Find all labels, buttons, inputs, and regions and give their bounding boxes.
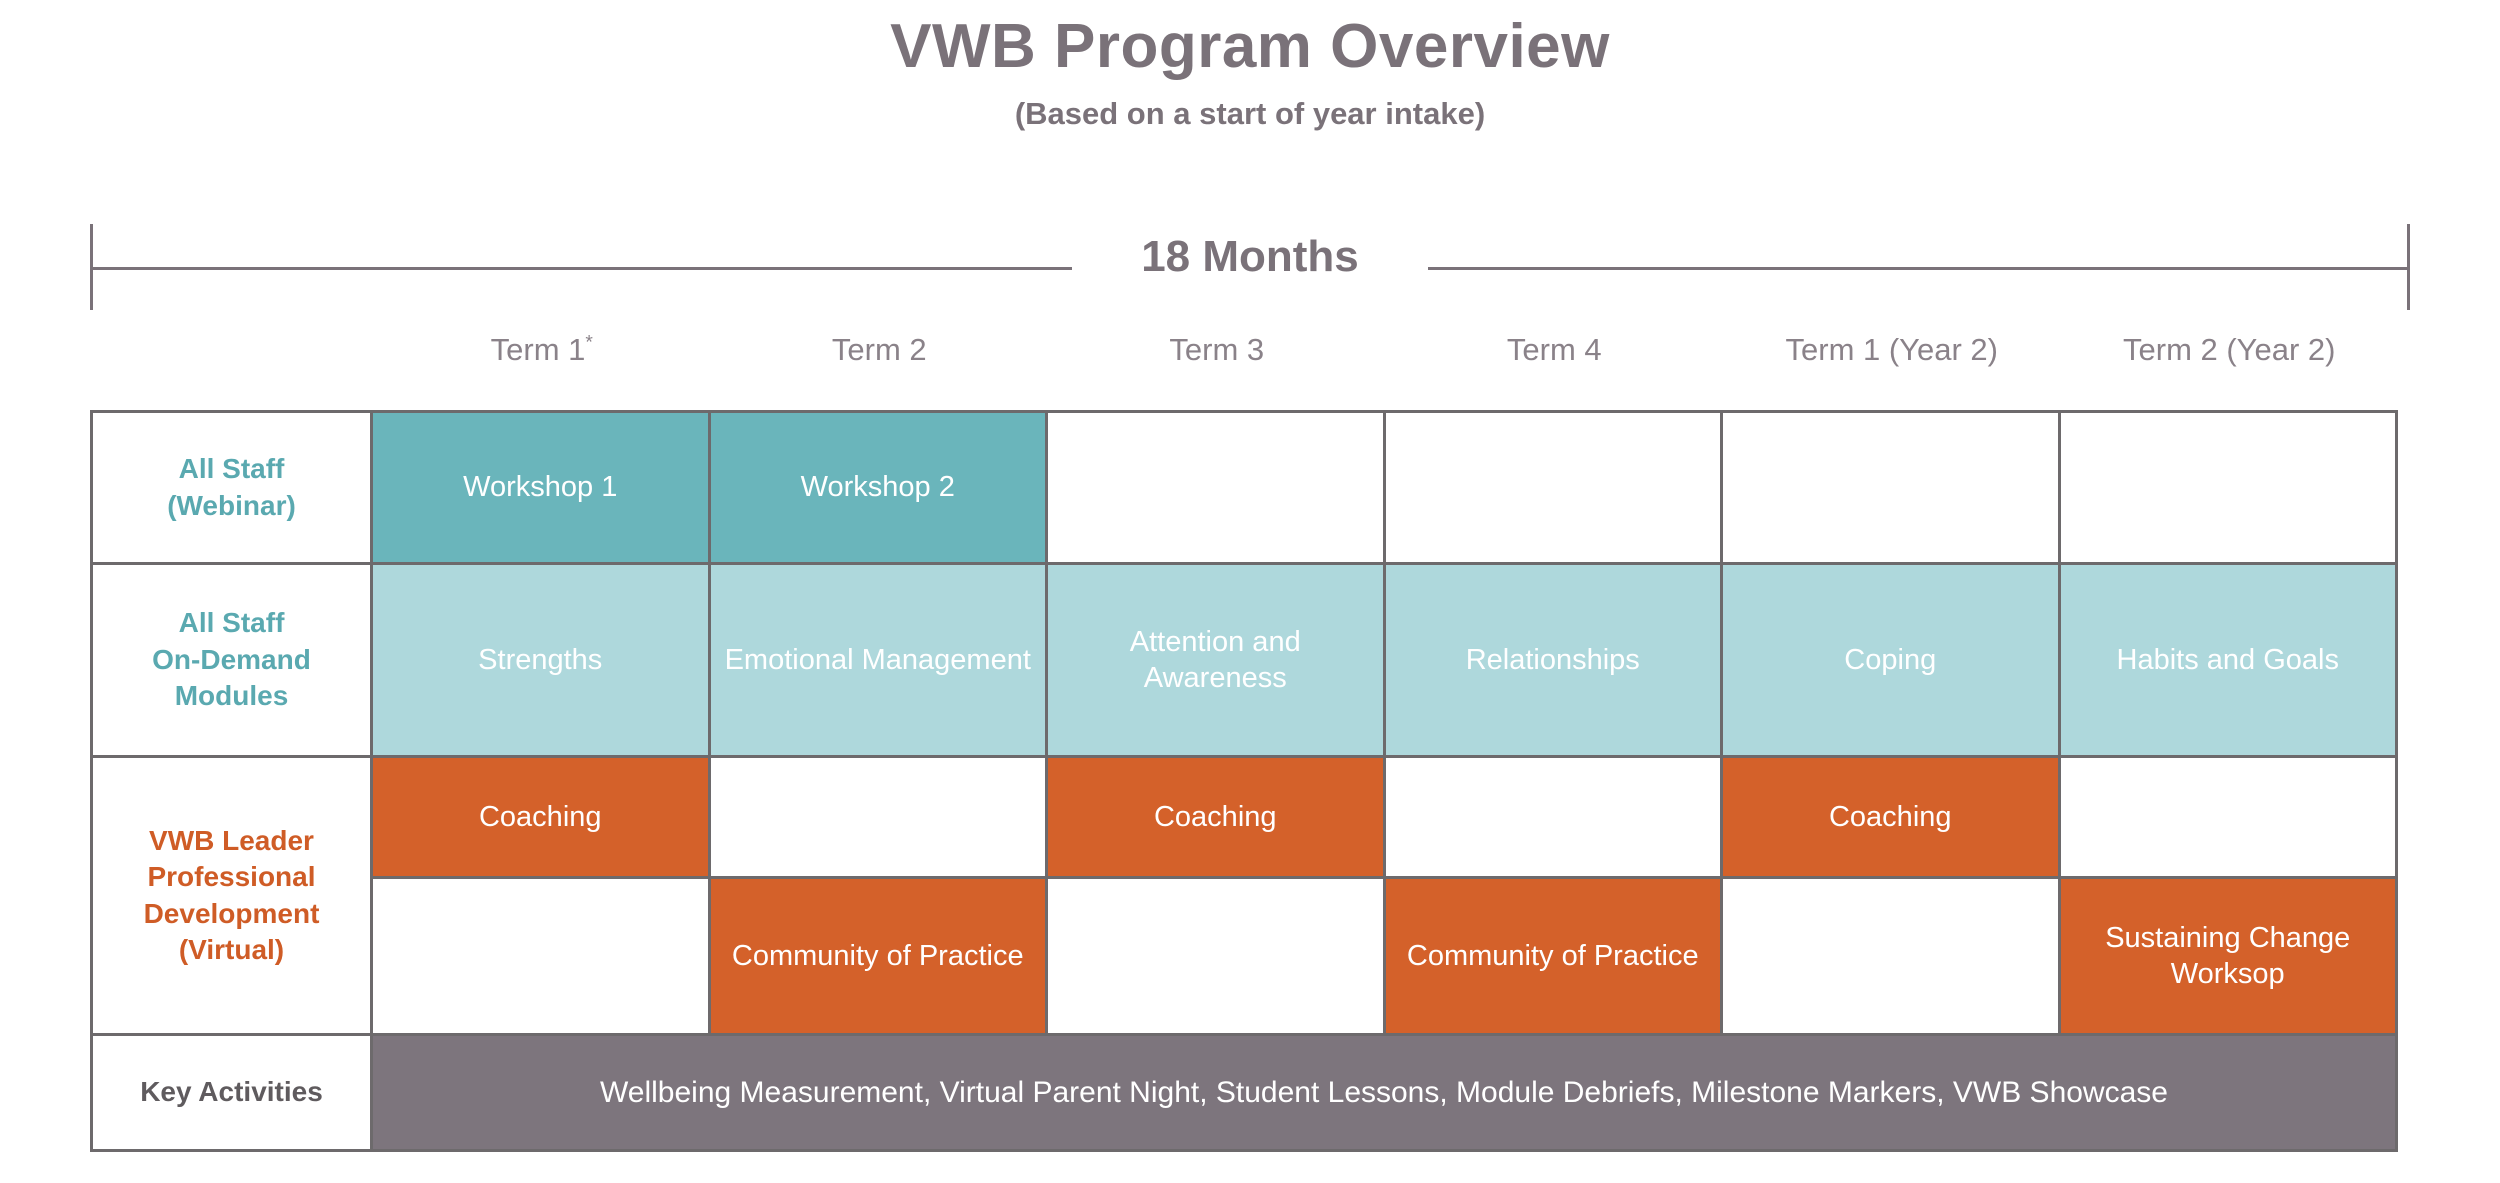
key-activities-text: Wellbeing Measurement, Virtual Parent Ni… <box>600 1075 2168 1109</box>
activity-cell-label: Workshop 2 <box>800 471 955 504</box>
activity-cell[interactable]: Coaching <box>1048 758 1386 876</box>
cell-line-2: Community of Practice Community of Practi… <box>373 875 2395 1033</box>
column-header-label: Term 1 <box>490 332 586 367</box>
activity-cell-label: Coaching <box>1153 800 1277 833</box>
activity-cell-label: Community of Practice <box>731 939 1024 972</box>
cell-line-1: Workshop 1 Workshop 2 <box>373 413 2395 562</box>
activity-cell-label: Relationships <box>1465 643 1640 676</box>
activity-cell[interactable]: Emotional Management <box>710 565 1048 755</box>
row-label: All Staff(Webinar) <box>93 413 373 562</box>
cell-line-1: Strengths Emotional Management Attention a… <box>373 565 2395 755</box>
column-header-label: Term 4 <box>1506 332 1602 367</box>
row-cells: Strengths Emotional Management Attention a… <box>373 565 2395 755</box>
bracket-tick-right <box>2407 224 2410 310</box>
column-header-label: Term 1 (Year 2) <box>1785 332 1999 367</box>
key-activities-row: Key Activities Wellbeing Measurement, Vir… <box>93 1036 2395 1149</box>
activity-cell-label: Attention and Awareness <box>1129 625 1301 694</box>
column-header-footnote-marker: * <box>585 332 593 354</box>
bracket-tick-left <box>90 224 93 310</box>
activity-cell-label: Strengths <box>478 643 603 676</box>
activity-cell[interactable]: Workshop 1 <box>373 413 711 562</box>
key-activities-band[interactable]: Wellbeing Measurement, Virtual Parent Ni… <box>373 1036 2395 1149</box>
activity-cell[interactable]: Sustaining Change Worksop <box>2060 878 2395 1033</box>
key-activities-label: Key Activities <box>93 1036 373 1149</box>
activity-cell[interactable]: Workshop 2 <box>710 413 1048 562</box>
empty-cell <box>1723 413 2061 562</box>
column-header-4: Term 4 <box>1386 332 1724 368</box>
empty-cell <box>710 758 1048 876</box>
activity-cell[interactable]: Relationships <box>1385 565 1723 755</box>
activity-cell[interactable]: Habits and Goals <box>2060 565 2395 755</box>
duration-bracket: 18 Months <box>90 224 2410 320</box>
grid-row-1: All Staff(Webinar) Workshop 1 Workshop 2 <box>93 413 2395 565</box>
column-header-6: Term 2 (Year 2) <box>2061 332 2399 368</box>
activity-cell-label: Coaching <box>1828 800 1952 833</box>
activity-cell-label: Habits and Goals <box>2116 643 2339 676</box>
bracket-line-right <box>1428 267 2408 270</box>
activity-cell[interactable]: Community of Practice <box>710 878 1048 1033</box>
column-header-label: Term 2 <box>831 332 927 367</box>
empty-cell <box>1048 878 1386 1033</box>
activity-cell-label: Coping <box>1844 643 1937 676</box>
column-header-3: Term 3 <box>1048 332 1386 368</box>
empty-cell <box>1385 413 1723 562</box>
page-header: VWB Program Overview (Based on a start o… <box>0 0 2500 131</box>
activity-cell[interactable]: Coaching <box>1723 758 2061 876</box>
activity-cell-label: Sustaining Change Worksop <box>2105 921 2351 990</box>
column-headers: Term 1* Term 2 Term 3 Term 4 Term 1 (Year 2)… <box>373 332 2398 368</box>
column-header-label: Term 3 <box>1169 332 1265 367</box>
activity-cell[interactable]: Strengths <box>373 565 711 755</box>
row-cells: Workshop 1 Workshop 2 <box>373 413 2395 562</box>
activity-cell-label: Workshop 1 <box>463 471 618 504</box>
empty-cell <box>2060 413 2395 562</box>
duration-label: 18 Months <box>1141 232 1359 281</box>
activity-cell[interactable]: Coaching <box>373 758 711 876</box>
activity-cell-label: Community of Practice <box>1406 939 1699 972</box>
column-header-1: Term 1* <box>373 332 711 368</box>
activity-cell[interactable]: Attention and Awareness <box>1048 565 1386 755</box>
activity-cell[interactable]: Community of Practice <box>1385 878 1723 1033</box>
activity-cell[interactable]: Coping <box>1723 565 2061 755</box>
empty-cell <box>1385 758 1723 876</box>
empty-cell <box>2060 758 2395 876</box>
row-label-text: All Staff(Webinar) <box>167 453 296 521</box>
column-header-5: Term 1 (Year 2) <box>1723 332 2061 368</box>
empty-cell <box>1048 413 1386 562</box>
cell-line-1: Coaching Coaching Coaching <box>373 758 2395 876</box>
bracket-line-left <box>92 267 1072 270</box>
empty-cell <box>1723 878 2061 1033</box>
page-subtitle: (Based on a start of year intake) <box>1014 96 1486 132</box>
empty-cell <box>373 878 711 1033</box>
activity-cell-label: Emotional Management <box>724 643 1031 676</box>
key-activities-cells: Wellbeing Measurement, Virtual Parent Ni… <box>373 1036 2395 1149</box>
column-header-label: Term 2 (Year 2) <box>2123 332 2336 367</box>
column-header-2: Term 2 <box>711 332 1049 368</box>
activity-cell-label: Coaching <box>478 800 602 833</box>
page-title: VWB Program Overview <box>890 12 1610 81</box>
